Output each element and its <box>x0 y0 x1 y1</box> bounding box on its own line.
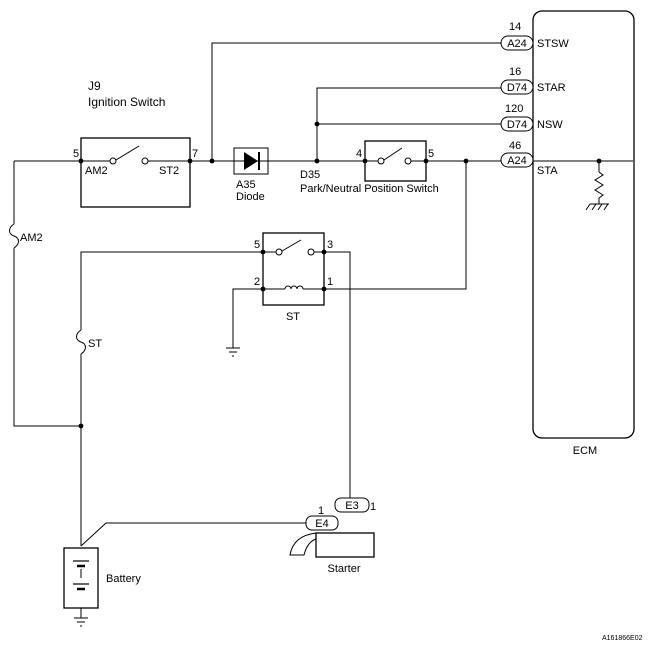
pnp-switch-contact <box>383 147 403 161</box>
ecm-internal-resistor <box>533 158 633 211</box>
fuse-st-icon <box>76 329 86 355</box>
ignition-st2-label: ST2 <box>159 165 179 177</box>
starter: E3 1 E4 1 Starter <box>289 497 376 575</box>
ignition-switch: J9 Ignition Switch 5 7 AM2 ST2 <box>73 79 198 208</box>
ecm-box <box>532 10 635 439</box>
relay-pin-5: 5 <box>254 239 260 251</box>
wire-relay-to-st-fuse <box>80 251 263 330</box>
ecm-connector-d74-2: D74 <box>507 119 527 131</box>
starter-e3-pin: 1 <box>370 501 376 513</box>
svg-text:E3: E3 <box>345 500 358 512</box>
starter-gear-icon <box>289 532 317 556</box>
ecm-star-label: STAR <box>537 82 566 94</box>
pnp-name: Park/Neutral Position Switch <box>300 183 439 195</box>
svg-text:E4: E4 <box>315 518 328 530</box>
relay-switch-contact <box>281 239 302 252</box>
pnp-code: D35 <box>300 169 320 181</box>
starter-label: Starter <box>327 563 360 575</box>
wire-to-stsw <box>211 42 501 161</box>
ignition-switch-code: J9 <box>88 79 101 93</box>
ecm-connector-d74-1: D74 <box>507 82 527 94</box>
ecm-terminal-star: 16 D74 STAR <box>500 66 566 95</box>
wire-to-star <box>316 87 501 161</box>
ecm-pin-14: 14 <box>509 21 521 33</box>
figure-id: A161866E02 <box>602 635 643 642</box>
wire-battery-to-starter <box>80 522 306 547</box>
ecm-terminal-sta: 46 A24 STA <box>500 140 558 177</box>
diode-a35: A35 Diode <box>233 147 269 203</box>
relay-pin-1: 1 <box>327 276 333 288</box>
ignition-am2-label: AM2 <box>85 165 108 177</box>
wire-am2-bottom <box>13 248 81 427</box>
relay-label: ST <box>286 311 300 323</box>
ecm-terminal-stsw: 14 A24 STSW <box>500 21 569 51</box>
starter-body <box>315 532 375 558</box>
ecm-sta-label: STA <box>537 165 558 177</box>
ignition-pin-7: 7 <box>192 148 198 160</box>
ignition-pin-5: 5 <box>73 148 79 160</box>
wire-relay-ground <box>232 288 263 348</box>
ignition-switch-contact <box>115 145 140 161</box>
st-relay: 5 3 2 1 ST <box>254 232 333 323</box>
ecm-connector-a24-1: A24 <box>507 38 527 50</box>
diode-code: A35 <box>236 179 256 191</box>
starter-e4-pin: 1 <box>318 505 324 517</box>
ecm-pin-46: 46 <box>509 140 521 152</box>
fuse-st-label: ST <box>88 338 102 350</box>
diode-name: Diode <box>236 191 265 203</box>
ecm-connector-a24-2: A24 <box>507 155 527 167</box>
ecm-stsw-label: STSW <box>537 38 569 50</box>
battery: Battery <box>63 547 141 618</box>
ecm-nsw-label: NSW <box>537 119 563 131</box>
pnp-pin-4: 4 <box>356 148 362 160</box>
relay-pin-2: 2 <box>254 276 260 288</box>
ground-icon-battery <box>74 617 88 627</box>
battery-label: Battery <box>106 573 141 585</box>
ecm-terminal-nsw: 120 D74 NSW <box>500 103 563 132</box>
pnp-pin-5: 5 <box>428 148 434 160</box>
starter-connector-e3 <box>334 497 370 513</box>
diode-symbol <box>244 152 258 170</box>
ecm-pin-16: 16 <box>509 66 521 78</box>
ecm-pin-120: 120 <box>505 103 523 115</box>
ecm-label: ECM <box>573 445 597 457</box>
ignition-switch-name: Ignition Switch <box>88 95 165 109</box>
wire-to-relay-coil <box>324 161 467 290</box>
relay-coil-icon <box>284 285 304 290</box>
relay-pin-3: 3 <box>327 239 333 251</box>
park-neutral-switch: 4 5 D35 Park/Neutral Position Switch <box>300 140 439 195</box>
fuse-am2-label: AM2 <box>20 232 43 244</box>
fuse-am2-icon <box>9 223 19 249</box>
junction-battery <box>78 423 84 429</box>
ground-icon-relay <box>226 347 240 357</box>
wire-relay-to-starter <box>324 251 351 498</box>
